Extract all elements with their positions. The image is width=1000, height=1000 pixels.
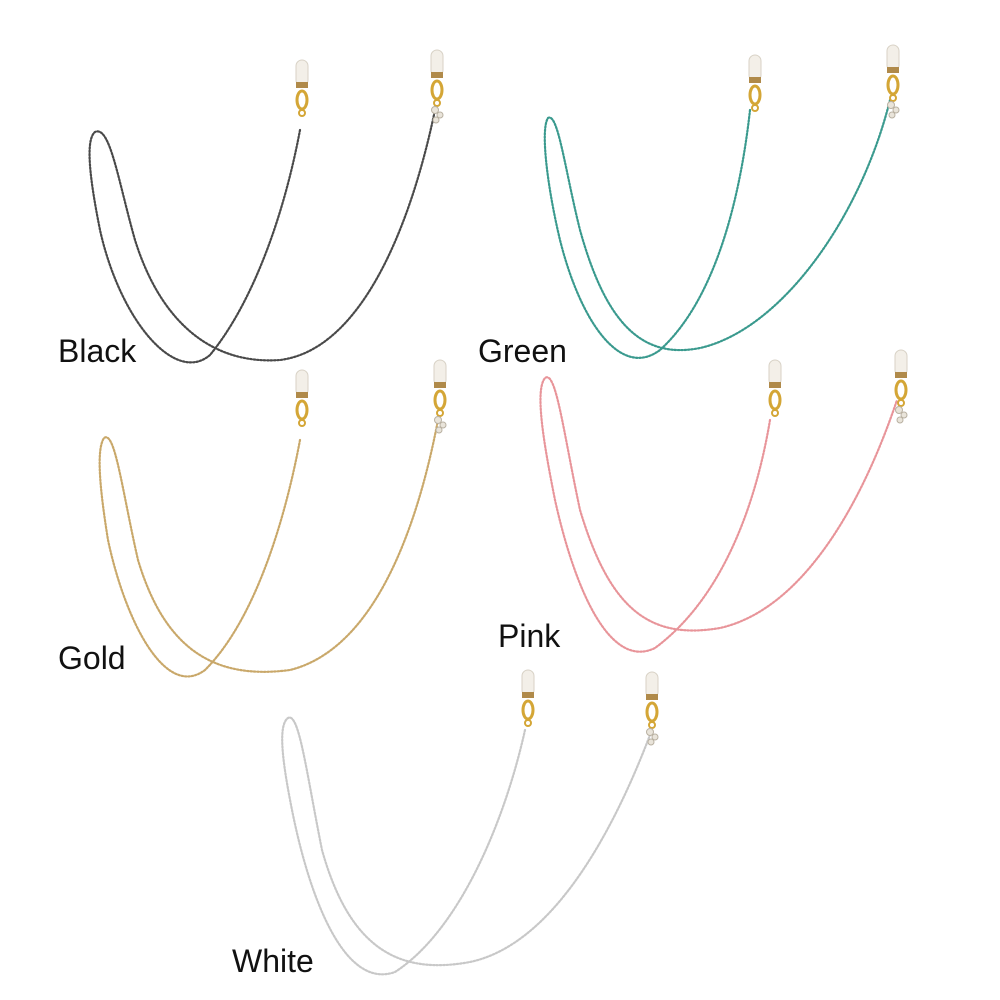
chain-white-right-ring — [648, 721, 656, 729]
chain-white-left-clasp — [521, 699, 535, 721]
chain-pink-right-gem — [895, 406, 903, 414]
chain-green-right-gem — [887, 101, 895, 109]
chain-white-right-gem — [651, 733, 659, 741]
chain-pink-right-clasp — [894, 379, 908, 401]
chain-green-left-band — [749, 77, 761, 83]
chain-green-left-ring — [751, 104, 759, 112]
chain-white-left-ring — [524, 719, 532, 727]
chain-black-left-clasp — [295, 89, 309, 111]
chain-gold-left-band — [296, 392, 308, 398]
chain-pink-right-gem — [900, 411, 908, 419]
chain-green-left-clasp — [748, 84, 762, 106]
chain-black — [88, 49, 444, 364]
chain-pink-strand-core — [540, 377, 898, 652]
chain-white-right-clasp — [645, 701, 659, 723]
chain-pink-right-band — [895, 372, 907, 378]
chain-gold-right-gem — [439, 421, 447, 429]
chain-pink-left-band — [769, 382, 781, 388]
chain-pink-right-gem — [896, 416, 904, 424]
chain-gold-strand-core — [99, 419, 439, 677]
chain-black-right-band — [431, 72, 443, 78]
chain-green-strand — [543, 98, 892, 359]
chain-black-right-gem — [436, 111, 444, 119]
chain-gold-left-clasp — [295, 399, 309, 421]
chain-black-right-gem — [432, 116, 440, 124]
chain-green-right-gem — [892, 106, 900, 114]
chain-gold-right-band — [434, 382, 446, 388]
chain-black-left-band — [296, 82, 308, 88]
chain-pink-right-ring — [897, 399, 905, 407]
chain-black-strand-core — [89, 109, 436, 363]
chain-gold-strand — [98, 418, 440, 678]
label-black: Black — [58, 333, 137, 369]
chain-gold-right-ring — [436, 409, 444, 417]
chain-white-strand-core — [281, 717, 651, 975]
chain-black-right-gem — [431, 106, 439, 114]
chain-black-right-clasp — [430, 79, 444, 101]
chain-white-left-band — [522, 692, 534, 698]
chain-green — [543, 44, 900, 359]
chain-gold — [98, 359, 447, 678]
chain-green-right-ring — [889, 94, 897, 102]
chain-gold-right-clasp — [433, 389, 447, 411]
label-white: White — [232, 943, 314, 979]
chain-white-right-band — [646, 694, 658, 700]
chain-white-strand — [281, 716, 652, 976]
chain-pink-left-clasp — [768, 389, 782, 411]
chain-white-right-gem — [646, 728, 654, 736]
chain-gold-right-gem — [435, 426, 443, 434]
label-green: Green — [478, 333, 567, 369]
chain-green-right-clasp — [886, 74, 900, 96]
chain-black-strand — [88, 108, 437, 364]
chain-green-strand-core — [544, 99, 891, 359]
chain-green-right-band — [887, 67, 899, 73]
chain-gold-right-gem — [434, 416, 442, 424]
chain-gold-left-ring — [298, 419, 306, 427]
chain-pink — [539, 349, 908, 653]
chain-black-right-ring — [433, 99, 441, 107]
chain-pink-strand — [539, 376, 899, 653]
chain-white-right-gem — [647, 738, 655, 746]
label-pink: Pink — [498, 618, 561, 654]
label-gold: Gold — [58, 640, 126, 676]
chain-pink-left-ring — [771, 409, 779, 417]
chain-black-left-ring — [298, 109, 306, 117]
chain-green-right-gem — [888, 111, 896, 119]
chain-white — [281, 669, 659, 976]
